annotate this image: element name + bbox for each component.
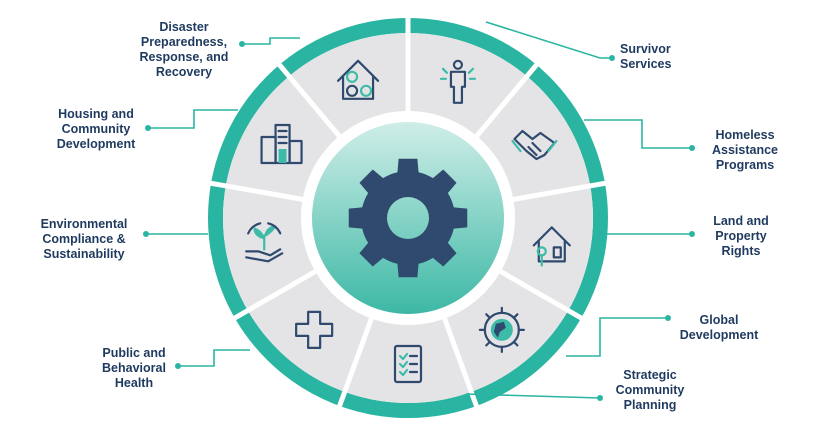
segment-strategic-planning	[344, 318, 472, 403]
segment-divider	[441, 315, 480, 409]
connector-housing-community	[148, 109, 238, 129]
segment-environmental	[222, 185, 316, 311]
segment-public-health	[247, 271, 372, 392]
label-strategic-planning: Strategic Community Planning	[605, 368, 695, 413]
label-line: Global	[699, 313, 739, 327]
label-line: Recovery	[155, 65, 213, 79]
label-line: Response, and	[139, 50, 229, 64]
connector-dot	[143, 231, 149, 237]
label-line: Environmental	[40, 217, 128, 231]
label-homeless-assistance: Homeless Assistance Programs	[700, 128, 790, 173]
label-line: Homeless	[715, 128, 775, 142]
buildings-icon	[260, 123, 303, 165]
segment-land-property	[500, 185, 594, 311]
label-line: Disaster	[159, 20, 209, 34]
disaster-house-icon	[336, 59, 380, 100]
label-line: Behavioral	[102, 361, 166, 375]
label-line: Strategic	[623, 368, 677, 382]
connector-global-development	[566, 317, 668, 357]
segment-divider	[208, 180, 306, 203]
label-line: Preparedness,	[140, 35, 228, 49]
segment-divider	[276, 61, 343, 140]
connector-public-health	[178, 349, 250, 367]
label-line: Assistance	[711, 143, 778, 157]
connector-survivor-services	[485, 21, 612, 59]
connector-dot	[689, 231, 695, 237]
globe-gear-icon	[478, 306, 525, 353]
segment-divider	[510, 180, 608, 203]
connector-dot	[597, 395, 603, 401]
connector-dot	[239, 41, 245, 47]
checklist-icon	[393, 344, 423, 384]
label-line: Health	[114, 376, 154, 390]
medical-cross-icon	[295, 310, 334, 349]
label-environmental: Environmental Compliance & Sustainabilit…	[30, 217, 138, 262]
label-line: Public and	[102, 346, 166, 360]
label-line: Services	[620, 57, 672, 71]
label-line: Development	[56, 137, 136, 151]
connector-dot	[609, 55, 615, 61]
gear-icon	[348, 158, 468, 278]
label-line: Compliance &	[42, 232, 126, 246]
connector-dot	[689, 145, 695, 151]
label-public-health: Public and Behavioral Health	[88, 346, 180, 391]
label-line: Housing and	[58, 107, 134, 121]
label-line: Community	[61, 122, 131, 136]
label-housing-community: Housing and Community Development	[44, 107, 148, 152]
label-land-property: Land and Property Rights	[700, 214, 782, 259]
label-line: Property	[715, 229, 767, 243]
label-line: Development	[679, 328, 759, 342]
survivor-person-icon	[439, 59, 477, 104]
label-line: Programs	[715, 158, 775, 172]
segment-divider	[231, 268, 319, 322]
connector-strategic-planning	[465, 393, 601, 399]
label-line: Community	[615, 383, 685, 397]
label-disaster: Disaster Preparedness, Response, and Rec…	[126, 20, 242, 80]
segment-divider	[473, 61, 540, 140]
connector-dot	[145, 125, 151, 131]
segment-divider	[336, 315, 375, 409]
segment-divider	[497, 268, 585, 322]
label-survivor-services: Survivor Services	[620, 42, 671, 72]
plant-hand-icon	[245, 222, 284, 263]
connector-disaster	[242, 37, 300, 45]
connector-dot	[175, 363, 181, 369]
label-line: Land and	[713, 214, 769, 228]
label-line: Rights	[721, 244, 761, 258]
connector-dot	[665, 315, 671, 321]
label-line: Sustainability	[43, 247, 125, 261]
connector-homeless-assistance	[584, 119, 692, 149]
house-key-icon	[532, 226, 571, 267]
label-line: Survivor	[620, 42, 671, 56]
label-line: Planning	[623, 398, 677, 412]
hub-circle	[312, 122, 504, 314]
handshake-icon	[511, 129, 558, 161]
label-global-development: Global Development	[672, 313, 766, 343]
